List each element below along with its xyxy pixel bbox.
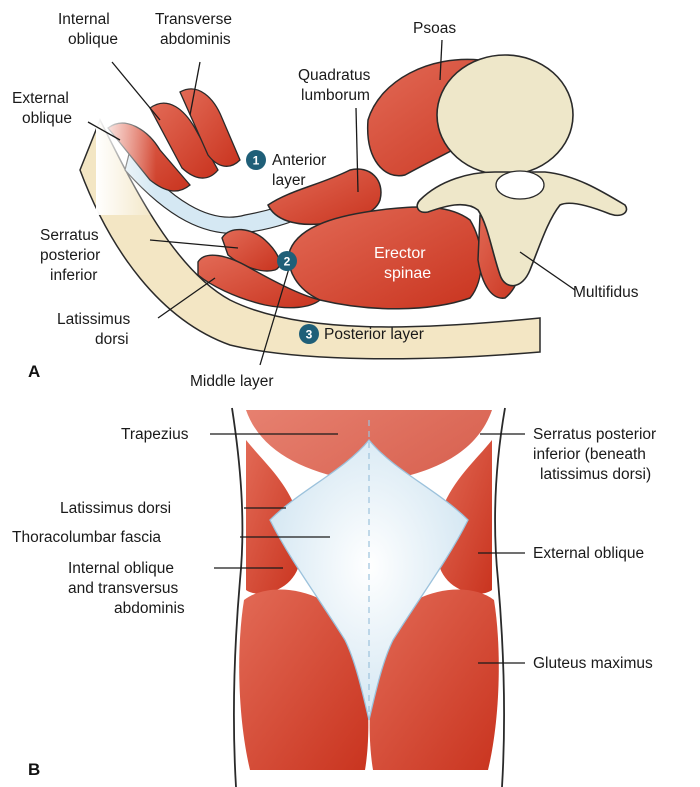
label-multifidus: Multifidus xyxy=(573,284,639,301)
label-serratus-posterior-inferior: Serratus posterior inferior xyxy=(40,227,105,284)
label-latissimus-dorsi-b: Latissimus dorsi xyxy=(60,500,171,517)
label-internal-oblique-transversus: Internal oblique and transversus abdomin… xyxy=(68,560,185,617)
label-transverse-abdominis: Transverse abdominis xyxy=(155,11,236,48)
label-middle-layer: Middle layer xyxy=(190,373,274,390)
panel-b: Trapezius Latissimus dorsi Thoracolumbar… xyxy=(12,408,661,787)
label-quadratus-lumborum: Quadratus lumborum xyxy=(298,67,375,104)
label-external-oblique: External oblique xyxy=(12,90,73,127)
badge-anterior-layer: 1 xyxy=(246,150,266,170)
label-posterior-layer: Posterior layer xyxy=(324,326,424,343)
label-latissimus-dorsi: Latissimus dorsi xyxy=(57,311,135,348)
label-internal-oblique: Internal oblique xyxy=(58,11,118,48)
svg-text:2: 2 xyxy=(284,255,291,269)
label-thoracolumbar-fascia: Thoracolumbar fascia xyxy=(12,529,161,546)
badge-posterior-layer: 3 xyxy=(299,324,319,344)
panel-label-b: B xyxy=(28,760,40,779)
label-serratus-posterior-inferior-b: Serratus posterior inferior (beneath lat… xyxy=(533,426,661,483)
label-psoas: Psoas xyxy=(413,20,456,37)
badge-middle-layer: 2 xyxy=(277,251,297,271)
torso-outline-right xyxy=(495,408,505,787)
label-trapezius: Trapezius xyxy=(121,426,189,443)
label-external-oblique-b: External oblique xyxy=(533,545,644,562)
label-gluteus-maximus: Gluteus maximus xyxy=(533,655,653,672)
svg-text:1: 1 xyxy=(253,154,260,168)
panel-label-a: A xyxy=(28,362,40,381)
panel-a: 1 2 3 Internal oblique Transverse abdomi… xyxy=(12,11,639,390)
svg-text:3: 3 xyxy=(306,328,313,342)
torso-outline-left xyxy=(232,408,242,787)
